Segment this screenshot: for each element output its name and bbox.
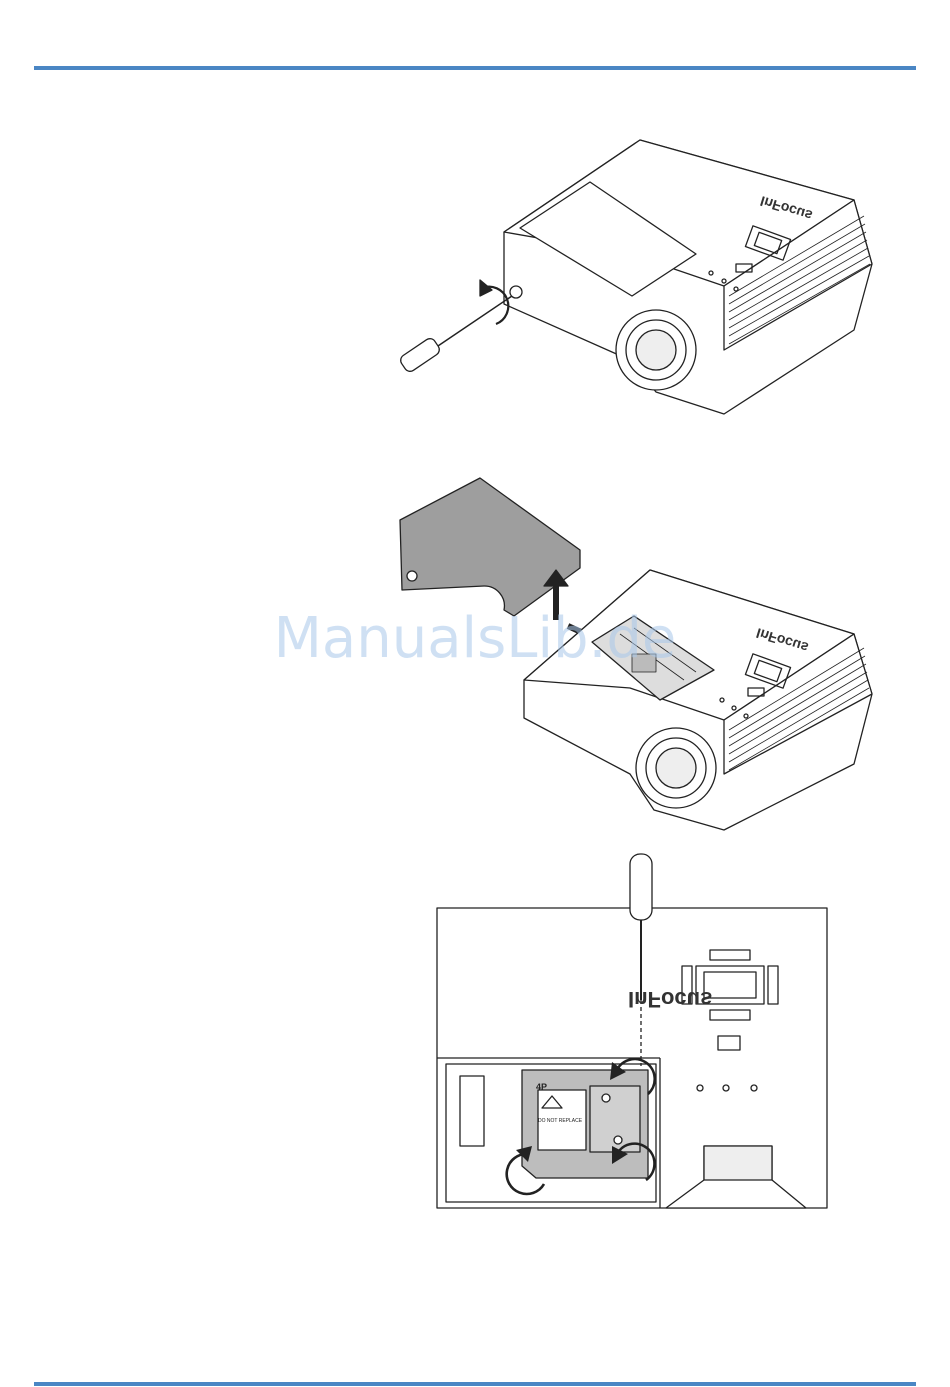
- figure-loosen-cover-screw: InFocus: [384, 136, 884, 422]
- lamp-4p-label: 4P: [536, 1082, 547, 1092]
- top-blue-rule: [34, 66, 916, 70]
- screwdriver-icon: [398, 296, 512, 374]
- bottom-blue-rule: [34, 1382, 916, 1386]
- figure-lamp-screws: InFocus 4P DO NOT REPLACE: [420, 850, 836, 1216]
- lamp-warning-label: DO NOT REPLACE: [538, 1118, 583, 1124]
- brand-logo: InFocus: [628, 987, 712, 1012]
- watermark: ManualsLib.de: [0, 606, 950, 671]
